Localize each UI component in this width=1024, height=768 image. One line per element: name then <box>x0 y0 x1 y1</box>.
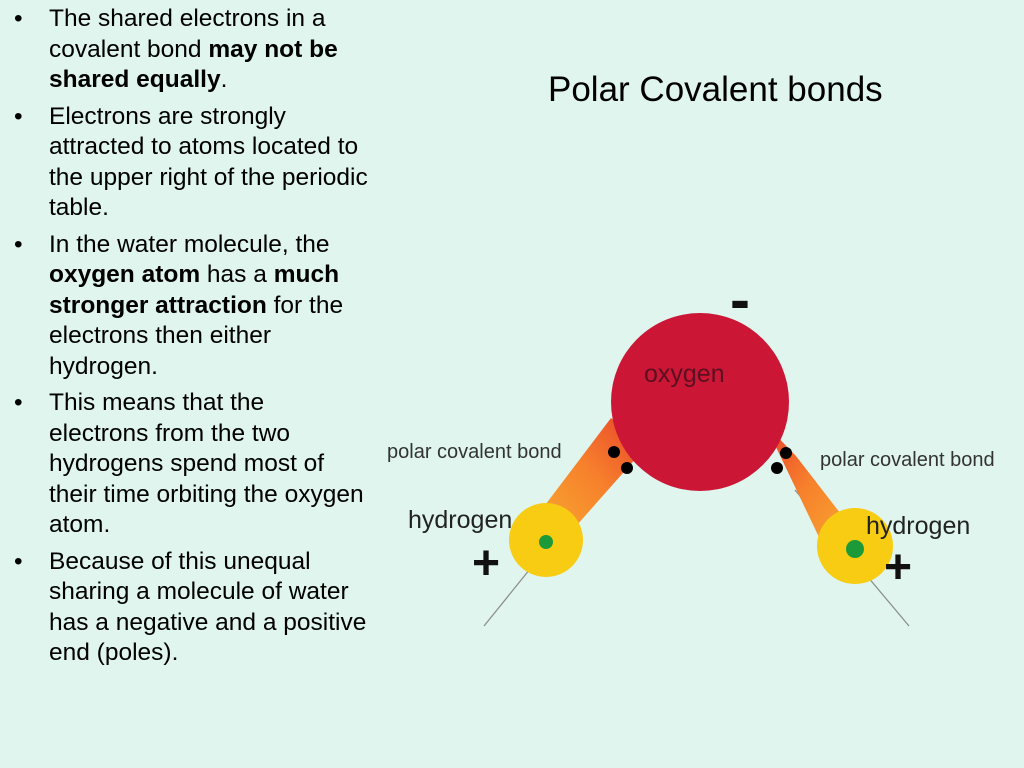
bullet-text: for the electrons then either hydrogen. <box>49 291 344 380</box>
bullet-item: • Electrons are strongly attracted to ato… <box>8 102 370 224</box>
bullet-item: • This means that the electrons from the … <box>8 388 370 541</box>
bullet-emphasis: oxygen atom <box>49 261 201 288</box>
bullet-dot: • <box>14 230 23 258</box>
bullet-item: • The shared electrons in a covalent bon… <box>8 4 370 96</box>
bullet-text: has a <box>200 261 274 288</box>
bullet-dot: • <box>14 102 23 130</box>
right-positive-sign: + <box>884 541 912 594</box>
bullet-text: . <box>220 66 228 93</box>
bullet-item: • Because of this unequal sharing a molec… <box>8 547 370 669</box>
right-electron <box>780 447 792 459</box>
bullet-text: In the water molecule, the <box>49 230 330 258</box>
bullet-dot: • <box>14 389 23 416</box>
bullet-dot: • <box>14 5 23 32</box>
left-bond-label: polar covalent bond <box>387 441 562 463</box>
right-bond-label: polar covalent bond <box>820 449 995 471</box>
bullet-dot: • <box>14 547 23 575</box>
right-hydrogen-label: hydrogen <box>866 512 970 540</box>
bullet-text: The shared electrons in a covalent bond <box>49 5 326 63</box>
bullet-list: • The shared electrons in a covalent bon… <box>8 4 370 675</box>
slide-title: Polar Covalent bonds <box>548 70 883 109</box>
negative-sign: - <box>730 266 750 333</box>
right-hydrogen-nucleus <box>846 540 864 558</box>
bullet-emphasis: may not be shared equally <box>49 35 338 94</box>
right-electron <box>771 462 783 474</box>
bullet-emphasis: much stronger attraction <box>49 261 340 319</box>
bullet-text: Electrons are strongly attracted to atom… <box>49 102 368 222</box>
left-hydrogen-label: hydrogen <box>408 506 512 534</box>
bullet-text: This means that the electrons from the t… <box>49 389 364 538</box>
oxygen-label: oxygen <box>644 360 725 388</box>
bullet-item: •In the water molecule, the oxygen atom … <box>8 230 370 383</box>
bullet-text: Because of this unequal sharing a molecu… <box>49 547 367 667</box>
left-positive-sign: + <box>472 537 500 590</box>
left-electron <box>621 462 633 474</box>
left-electron <box>608 446 620 458</box>
left-hydrogen-nucleus <box>539 535 553 549</box>
water-molecule-diagram: oxygen - polar covalent bond polar coval… <box>387 266 995 627</box>
oxygen-atom <box>611 313 789 491</box>
